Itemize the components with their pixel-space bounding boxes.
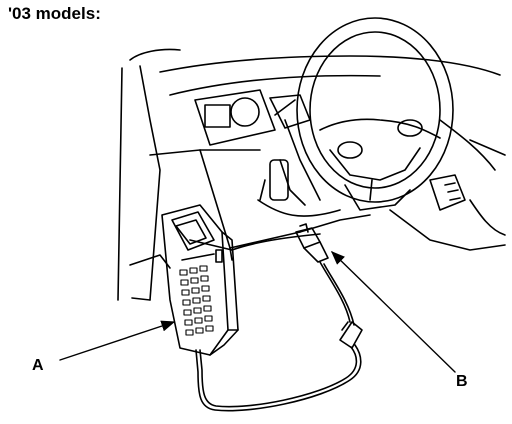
scan-tool-screen — [171, 211, 215, 251]
data-link-connector — [295, 223, 329, 263]
callout-b-label: B — [456, 373, 468, 390]
callout-b-arrow — [330, 251, 456, 373]
callout-a-label: A — [32, 357, 44, 374]
center-console — [389, 119, 506, 251]
scan-tool — [161, 204, 239, 356]
callout-a-arrow — [59, 320, 176, 361]
page-title: '03 models: — [8, 4, 101, 23]
callout-arrows — [59, 251, 456, 373]
scan-tool-cable — [195, 261, 363, 412]
instrument-cluster — [194, 89, 311, 146]
scan-tool-keypad — [179, 265, 214, 336]
steering-column — [269, 99, 321, 206]
door-frame — [117, 48, 181, 301]
steering-wheel — [296, 17, 454, 211]
dashboard — [149, 55, 501, 261]
